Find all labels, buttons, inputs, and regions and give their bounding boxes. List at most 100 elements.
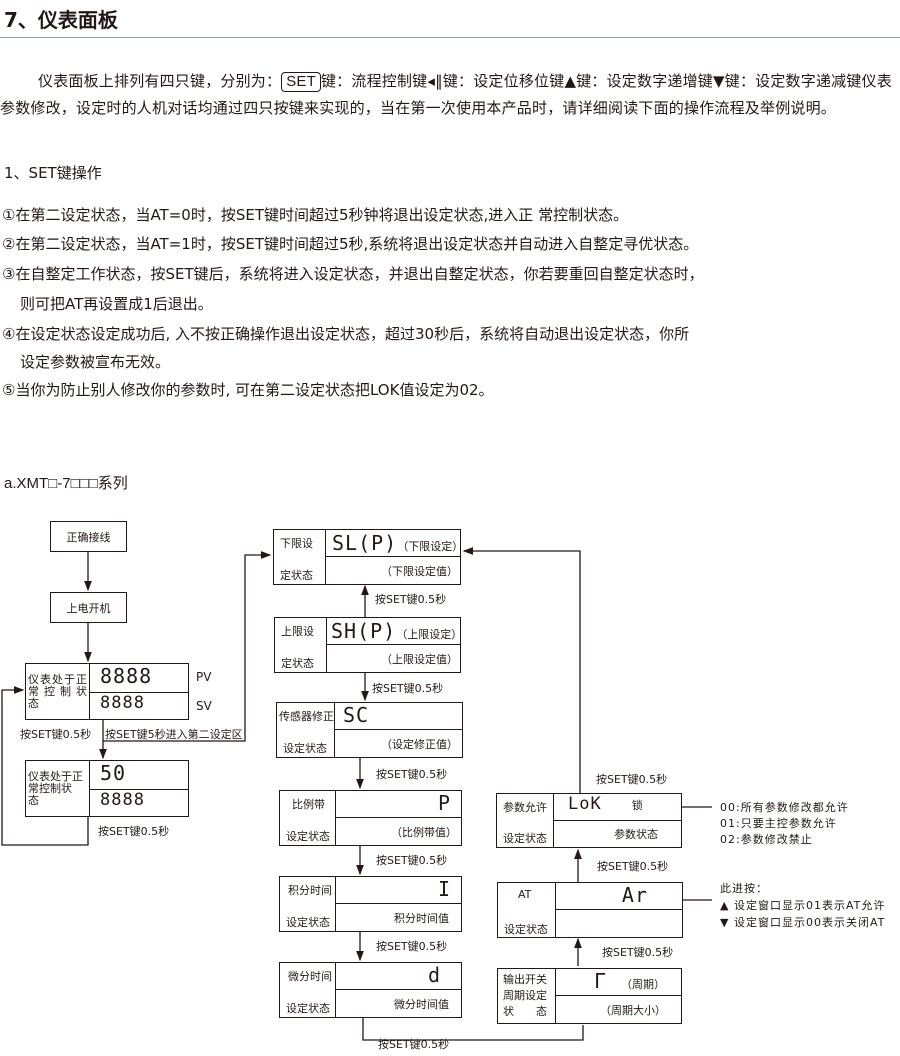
intro-text: 键：设定位移位键 [442, 72, 565, 90]
intro-text: 仪表面板上排列有四只键，分别为： [38, 72, 282, 90]
down-key-icon: ▼ [720, 916, 734, 929]
lok-value: 参数状态 [554, 820, 681, 847]
p-code: P [437, 791, 451, 815]
sl-code: SL(P) [332, 531, 398, 555]
box-label: 微分时间 [288, 970, 332, 983]
at-code: Ar [621, 883, 648, 907]
box-label: 设定状态 [286, 830, 330, 843]
lok-desc: 锁 [631, 799, 643, 812]
box-label: 下限设 [280, 537, 313, 550]
step-label: 按SET键0.5秒 [602, 946, 674, 959]
sh-desc: （上限设定） [396, 628, 463, 641]
sv-tag: SV [196, 699, 212, 713]
step-label: 按SET键0.5秒 [376, 768, 448, 781]
box-label: 设定状态 [286, 916, 330, 929]
up-key-icon: ▲ [720, 899, 734, 912]
step-label: 按SET键0.5秒 [378, 1038, 450, 1051]
at-note-up: ▲ 设定窗口显示01表示AT允许 [720, 897, 885, 913]
d-value: 微分时间值 [336, 989, 461, 1017]
box-label: AT [518, 888, 532, 901]
box-label: 周期设定 [503, 989, 547, 1002]
normal-state-box: 仪表处于正常控制状 态 8888 8888 [25, 663, 189, 720]
lok-code: LoK [568, 794, 602, 814]
i-value: 积分时间值 [336, 903, 461, 931]
cycle-value: （周期大小） [556, 995, 681, 1023]
sc-box: 传感器修正设定状态 SC （设定修正值） [276, 702, 463, 758]
lok-note: 00:所有参数修改都允许 [720, 801, 849, 814]
cycle-desc: （周期） [621, 978, 666, 991]
box-label: 输出开关 [503, 973, 547, 986]
d-code: d [427, 963, 441, 987]
normal-state-box-2: 仪表处于正常控制状 态 50 8888 [25, 760, 189, 817]
wiring-box: 正确接线 [50, 521, 127, 552]
step-label: 按SET键0.5秒 [596, 773, 668, 786]
p-box: 比例带设定状态 P （比例带值） [279, 790, 462, 846]
step-label: 按SET键0.5秒 [376, 940, 448, 953]
box-label: 设定状态 [504, 923, 548, 936]
box-label: 比例带 [292, 798, 325, 811]
sh-value: （上限设定值） [327, 644, 460, 672]
box-label: 设定状态 [283, 742, 327, 755]
i-box: 积分时间设定状态 I 积分时间值 [279, 876, 462, 932]
list-item: ②在第二设定状态，当AT=1时，按SET键时间超过5秒,系统将退出设定状态并自动… [2, 235, 699, 253]
i-code: I [437, 877, 451, 901]
title-divider [0, 37, 900, 38]
down-key-icon: ▼ [713, 72, 725, 90]
step-label: 按SET键0.5秒 [20, 728, 92, 741]
list-item: ④在设定状态设定成功后, 入不按正确操作退出设定状态，超过30秒后，系统将自动退… [2, 325, 690, 343]
power-on-box: 上电开机 [50, 592, 127, 623]
step-label: 按SET键0.5秒 [597, 860, 669, 873]
box-label: 传感器修正 [279, 710, 334, 723]
note-text: 设定窗口显示00表示关闭AT [733, 916, 886, 929]
at-note-head: 此进按： [720, 882, 768, 895]
sl-value: （下限设定值） [326, 556, 460, 584]
box-label: 积分时间 [288, 884, 332, 897]
cycle-box: 输出开关周期设定状 态 Γ （周期） （周期大小） [497, 968, 682, 1024]
section-title: 7、仪表面板 [4, 8, 118, 32]
sh-code: SH(P) [331, 619, 397, 643]
up-key-icon: ▲ [564, 72, 577, 90]
shift-key-icon: ◂‖ [427, 72, 443, 90]
sc-code: SC [343, 703, 370, 727]
box-label: 设定状态 [286, 1002, 330, 1015]
list-item-cont: 则可把AT再设置成1后退出。 [20, 295, 213, 313]
bottom-display: 8888 [90, 789, 188, 816]
box-label: 状 态 [503, 1005, 547, 1018]
box-label: 仪表处于正常控制状 态 [26, 761, 94, 816]
step-label: 按SET键5秒进入第二设定区 [105, 728, 243, 741]
intro-text: 键：设定数字递减键仪表参数修改，设定时的人机对话均通过四只按键来实现的，当在第一… [0, 72, 892, 117]
lok-note: 01:只要主控参数允许 [720, 817, 837, 830]
list-item: ⑤当你为防止别人修改你的参数时, 可在第二设定状态把LOK值设定为02。 [2, 381, 494, 399]
box-label: 设定状态 [503, 832, 547, 845]
note-text: 设定窗口显示01表示AT允许 [733, 899, 886, 912]
step-label: 按SET键0.5秒 [376, 854, 448, 867]
top-display: 50 [100, 761, 127, 785]
pv-tag: PV [196, 670, 212, 684]
at-box: AT 设定状态 Ar [497, 882, 683, 938]
list-item-cont: 设定参数被宣布无效。 [20, 353, 171, 371]
at-note-down: ▼ 设定窗口显示00表示关闭AT [720, 914, 885, 930]
pv-display: 8888 [100, 664, 153, 688]
box-label: 仪表处于正常控制状 态 [26, 664, 109, 719]
at-value [556, 909, 682, 937]
sl-desc: （下限设定） [397, 540, 464, 553]
list-item: ①在第二设定状态，当AT=0时，按SET键时间超过5秒钟将退出设定状态,进入正 … [2, 206, 629, 224]
sl-box: 下限设定状态 SL(P)（下限设定） （下限设定值） [273, 529, 464, 585]
intro-text: 键：设定数字递增键 [576, 72, 713, 90]
d-box: 微分时间设定状态 d 微分时间值 [279, 962, 462, 1018]
lok-box: 参数允许设定状态 LoK 锁 参数状态 [496, 793, 682, 848]
lok-note: 02:参数修改禁止 [720, 833, 813, 846]
box-label: 定状态 [281, 657, 314, 670]
cycle-code: Γ [594, 969, 608, 993]
series-heading: a.XMT□-7□□□系列 [4, 475, 128, 492]
sh-box: 上限设定状态 SH(P)（上限设定） （上限设定值） [274, 617, 463, 673]
step-label: 按SET键0.5秒 [98, 825, 170, 838]
step-label: 按SET键0.5秒 [375, 593, 447, 606]
p-value: （比例带值） [336, 817, 461, 845]
sv-display: 8888 [90, 692, 188, 719]
subsection-heading: 1、SET键操作 [4, 164, 102, 182]
step-label: 按SET键0.5秒 [372, 682, 444, 695]
box-label: 参数允许 [503, 801, 547, 814]
list-item: ③在自整定工作状态，按SET键后，系统将进入设定状态，并退出自整定状态，你若要重… [2, 265, 704, 283]
